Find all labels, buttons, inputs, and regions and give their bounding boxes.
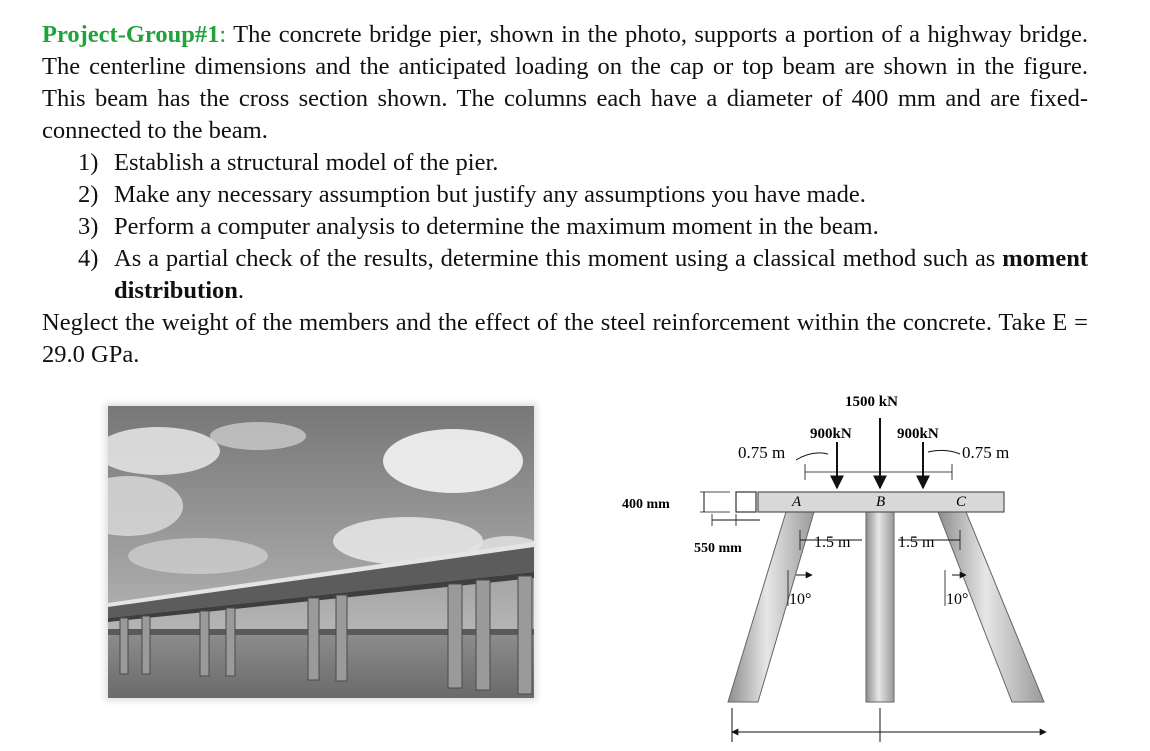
- base-dimension: [731, 708, 1047, 742]
- water: [108, 631, 534, 698]
- task-item: 2) Make any necessary assumption but just…: [42, 179, 1088, 211]
- bridge-deck: [108, 542, 534, 622]
- load-center-label: 1500 kN: [845, 394, 898, 410]
- left-angle-label: 10°: [789, 591, 811, 608]
- loads: [804, 418, 953, 490]
- intro-text: The concrete bridge pier, shown in the p…: [42, 21, 1088, 144]
- overhang-dimensions: 0.75 m 0.75 m: [738, 443, 1009, 462]
- cap-beam: [757, 491, 1005, 513]
- task-list: 1) Establish a structural model of the pi…: [42, 147, 1088, 307]
- section-depth-label: 400 mm: [622, 497, 670, 512]
- pier-diagram: A B C 1500 kN 900kN 900kN 0.75 m 0.75 m …: [622, 394, 1047, 742]
- task-number: 2): [78, 181, 99, 208]
- task-item: 4) As a partial check of the results, det…: [42, 243, 1088, 307]
- heading-colon: :: [219, 21, 227, 48]
- right-angle-label: 10°: [946, 591, 968, 608]
- left-overhang-label: 0.75 m: [738, 443, 785, 462]
- task-text: Perform a computer analysis to determine…: [114, 213, 879, 240]
- joint-b-label: B: [876, 494, 885, 510]
- intro-paragraph: Project-Group#1: The concrete bridge pie…: [42, 19, 1088, 147]
- far-shore: [108, 629, 534, 635]
- task-end: .: [237, 277, 245, 304]
- task-text: As a partial check of the results, deter…: [114, 245, 1003, 272]
- closing-paragraph: Neglect the weight of the members and th…: [42, 309, 1088, 368]
- load-labels: 1500 kN 900kN 900kN: [810, 394, 939, 442]
- bridge-photo: [108, 406, 534, 698]
- task-text: Make any necessary assumption but justif…: [114, 181, 866, 208]
- joint-a-label: A: [791, 494, 802, 510]
- joint-labels: A B C: [791, 494, 967, 510]
- load-left-label: 900kN: [810, 426, 852, 442]
- right-overhang-label: 0.75 m: [962, 443, 1009, 462]
- beam-section: 400 mm 550 mm: [622, 491, 760, 556]
- section-width-label: 550 mm: [694, 541, 742, 556]
- angle-markers: 10° 10°: [787, 570, 968, 608]
- project-heading: Project-Group#1: [42, 21, 220, 48]
- right-spacing-label: 1.5 m: [898, 534, 935, 551]
- section-rectangle: [735, 491, 757, 513]
- task-item: 1) Establish a structural model of the pi…: [42, 147, 1088, 179]
- columns: [727, 511, 1045, 703]
- problem-statement: Project-Group#1: The concrete bridge pie…: [42, 19, 1088, 371]
- column-spacing: 1.5 m 1.5 m: [799, 530, 961, 551]
- bridge-piers: [119, 575, 533, 695]
- task-emphasis: moment distribution: [114, 245, 1088, 304]
- joint-c-label: C: [956, 494, 967, 510]
- load-right-label: 900kN: [897, 426, 939, 442]
- left-spacing-label: 1.5 m: [814, 534, 851, 551]
- task-number: 1): [78, 149, 99, 176]
- task-number: 4): [78, 245, 99, 272]
- task-text: Establish a structural model of the pier…: [114, 149, 499, 176]
- center-column: [865, 511, 895, 703]
- task-number: 3): [78, 213, 99, 240]
- task-item: 3) Perform a computer analysis to determi…: [42, 211, 1088, 243]
